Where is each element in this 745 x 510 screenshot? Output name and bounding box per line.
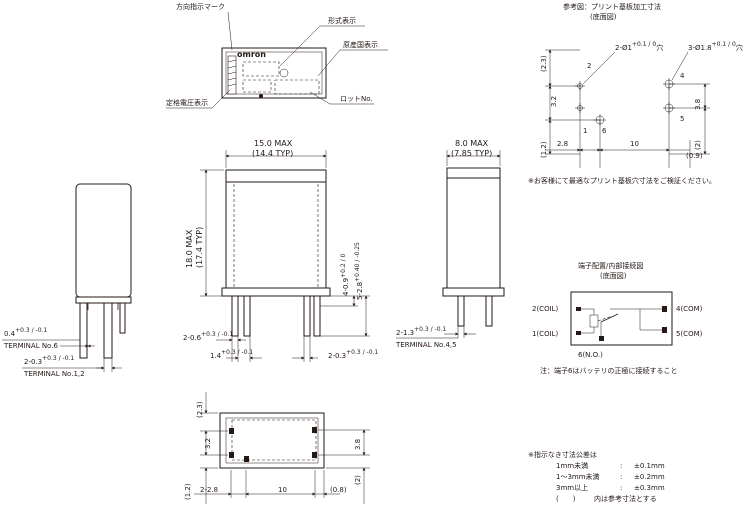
- pcb-reference: 参考図：プリント基板加工寸法 (底面図) (2.3) 3.2 (1.2) 3.8…: [528, 2, 743, 185]
- front-pin-len-a: 4-0.9+0.2 / 0: [340, 253, 350, 296]
- wiring-com4: 4(COM): [676, 305, 703, 313]
- wiring-subtitle: (底面図): [600, 271, 627, 280]
- tolerance-sep-2: :: [620, 484, 622, 492]
- pcb-dim-right-mid: 3.8: [694, 99, 702, 110]
- relay-bottom-body: [219, 412, 325, 469]
- front-pin-len-b: 5-2.8+0.40 / -0.25: [354, 242, 364, 300]
- front-pin-a: [231, 295, 239, 337]
- front-pin-b: [243, 295, 251, 337]
- tolerance-range-1: 1～3mm未満: [556, 472, 600, 481]
- bottom-dim-left: 3.2: [204, 438, 212, 449]
- wiring-diagram: 端子配置/内部接続図 (底面図) 2(COIL) 1(COIL) 4(COM) …: [532, 261, 703, 375]
- origin-label: 原産国表示: [343, 40, 378, 49]
- side-width-typ: (7.85 TYP): [451, 149, 492, 158]
- pcb-pin-6: 6: [602, 127, 607, 135]
- front-view: 15.0 MAX (14.4 TYP) 18.0 MAX (17.4 TYP) …: [183, 139, 378, 362]
- tolerance-note: ※指示なき寸法公差は 1mm未満 : ±0.1mm 1～3mm未満 : ±0.2…: [528, 450, 665, 503]
- front-height-max: 18.0 MAX: [185, 229, 194, 268]
- front-width-max: 15.0 MAX: [254, 139, 293, 148]
- left-dim-a: 0.4+0.3 / -0.1: [4, 327, 47, 338]
- left-pin-6: [79, 302, 88, 359]
- wiring-no6: 6(N.O.): [578, 351, 603, 359]
- pcb-dim-bottom-a: 2.8: [557, 140, 568, 148]
- tolerance-footer: 内は参考寸法とする: [594, 494, 657, 503]
- wiring-com5: 5(COM): [676, 330, 703, 338]
- side-width-max: 8.0 MAX: [455, 139, 489, 148]
- pcb-dim-bottom-c: (0.9): [686, 152, 703, 160]
- bottom-dim-right-bottom: (2): [354, 475, 362, 485]
- bottom-dim-a: 2-2.8: [200, 486, 218, 494]
- top-hole: [279, 68, 289, 78]
- pcb-title: 参考図：プリント基板加工寸法: [563, 2, 661, 11]
- tolerance-range-2: 3mm以上: [556, 483, 588, 492]
- front-height-typ: (17.4 TYP): [195, 227, 204, 268]
- lot-label: ロットNo.: [340, 95, 373, 103]
- front-pin-w-c: 2-0.3+0.3 / -0.1: [328, 349, 378, 360]
- wiring-coil2: 2(COIL): [532, 305, 559, 313]
- front-pin-d: [313, 295, 321, 337]
- tolerance-sep-0: :: [620, 462, 622, 470]
- bottom-dim-right: 3.8: [354, 439, 362, 450]
- side-terminal: TERMINAL No.4,5: [395, 341, 457, 349]
- pcb-pin-5: 5: [680, 115, 684, 123]
- pcb-dim-left-bottom: (1.2): [540, 141, 548, 158]
- pcb-dim-bottom-b: 10: [630, 140, 639, 148]
- left-pin-1: [103, 302, 113, 359]
- bottom-dim-left-bottom: (1.2): [184, 483, 192, 500]
- wiring-outline: [570, 291, 673, 346]
- tolerance-value-2: ±0.3mm: [634, 484, 665, 492]
- model-label: 形式表示: [328, 16, 356, 25]
- relay-top-body: [221, 47, 327, 99]
- brand-logo: omron: [237, 50, 266, 59]
- tolerance-footer-paren: ( ): [556, 495, 576, 503]
- relay-left-body: [75, 183, 132, 298]
- left-side-view: 0.4+0.3 / -0.1 TERMINAL No.6 2-0.3+0.3 /…: [2, 183, 132, 378]
- pcb-pin-1: 1: [583, 127, 587, 135]
- relay-side-body: [446, 167, 501, 297]
- voltage-label: 定格電圧表示: [166, 98, 208, 107]
- bottom-view: (2.3) 3.2 (1.2) 3.8 (2) 2-2.8 10 (0.8): [184, 392, 370, 504]
- pcb-pin-2: 2: [587, 62, 591, 70]
- pcb-hole-large-callout: 3-Ø1.8+0.1 / 0穴: [688, 41, 743, 52]
- pcb-subtitle: (底面図): [590, 12, 617, 21]
- tolerance-sep-1: :: [620, 473, 622, 481]
- front-width-typ: (14.4 TYP): [252, 149, 293, 158]
- pcb-hole-small-callout: 2-Ø1+0.1 / 0穴: [615, 41, 663, 52]
- switch-contact: [600, 313, 619, 323]
- pcb-pin-4: 4: [680, 72, 685, 80]
- direction-mark-label: 方向指示マーク: [176, 2, 225, 11]
- tolerance-range-0: 1mm未満: [556, 461, 588, 470]
- bottom-dim-top: (2.3): [196, 401, 204, 418]
- tolerance-heading: ※指示なき寸法公差は: [528, 450, 597, 459]
- pcb-dim-top: (2.3): [540, 55, 548, 72]
- side-dim: 2-1.3+0.3 / -0.1: [396, 326, 446, 337]
- bottom-dim-c: (0.8): [330, 486, 347, 494]
- left-terminal-b: TERMINAL No.1,2: [23, 370, 85, 378]
- bottom-dim-b: 10: [278, 486, 287, 494]
- wiring-coil1: 1(COIL): [532, 330, 559, 338]
- front-pin-w-b: 1.4+0.3 / -0.1: [210, 349, 253, 360]
- side-pin-4: [457, 295, 465, 327]
- front-pin-c: [303, 295, 311, 337]
- left-dim-b: 2-0.3+0.3 / -0.1: [24, 355, 74, 366]
- pcb-dim-right-bottom: (2): [694, 140, 702, 150]
- side-view: 8.0 MAX (7.85 TYP) 2-1.3+0.3 / -0.1 TERM…: [395, 139, 505, 349]
- side-pin-5: [485, 295, 493, 327]
- direction-mark-strip: [227, 55, 237, 95]
- pcb-dim-left-mid: 3.2: [550, 96, 558, 107]
- tolerance-value-0: ±0.1mm: [634, 462, 665, 470]
- tolerance-value-1: ±0.2mm: [634, 473, 665, 481]
- pcb-note: ※お客様にて最適なプリント基板穴寸法をご検証ください。: [528, 176, 716, 185]
- front-pin-w-a: 2-0.6+0.3 / -0.1: [183, 331, 233, 342]
- relay-front-body: [225, 169, 327, 297]
- left-terminal-a: TERMINAL No.6: [3, 342, 58, 350]
- wiring-note: 注：端子6はバッテリの正極に接続すること: [540, 366, 677, 375]
- left-pin-2: [119, 302, 126, 334]
- top-view: omron 方向指示マーク 形式表示 原産国表示 定格電圧表示 ロットNo.: [166, 2, 388, 109]
- wiring-title: 端子配置/内部接続図: [578, 261, 643, 270]
